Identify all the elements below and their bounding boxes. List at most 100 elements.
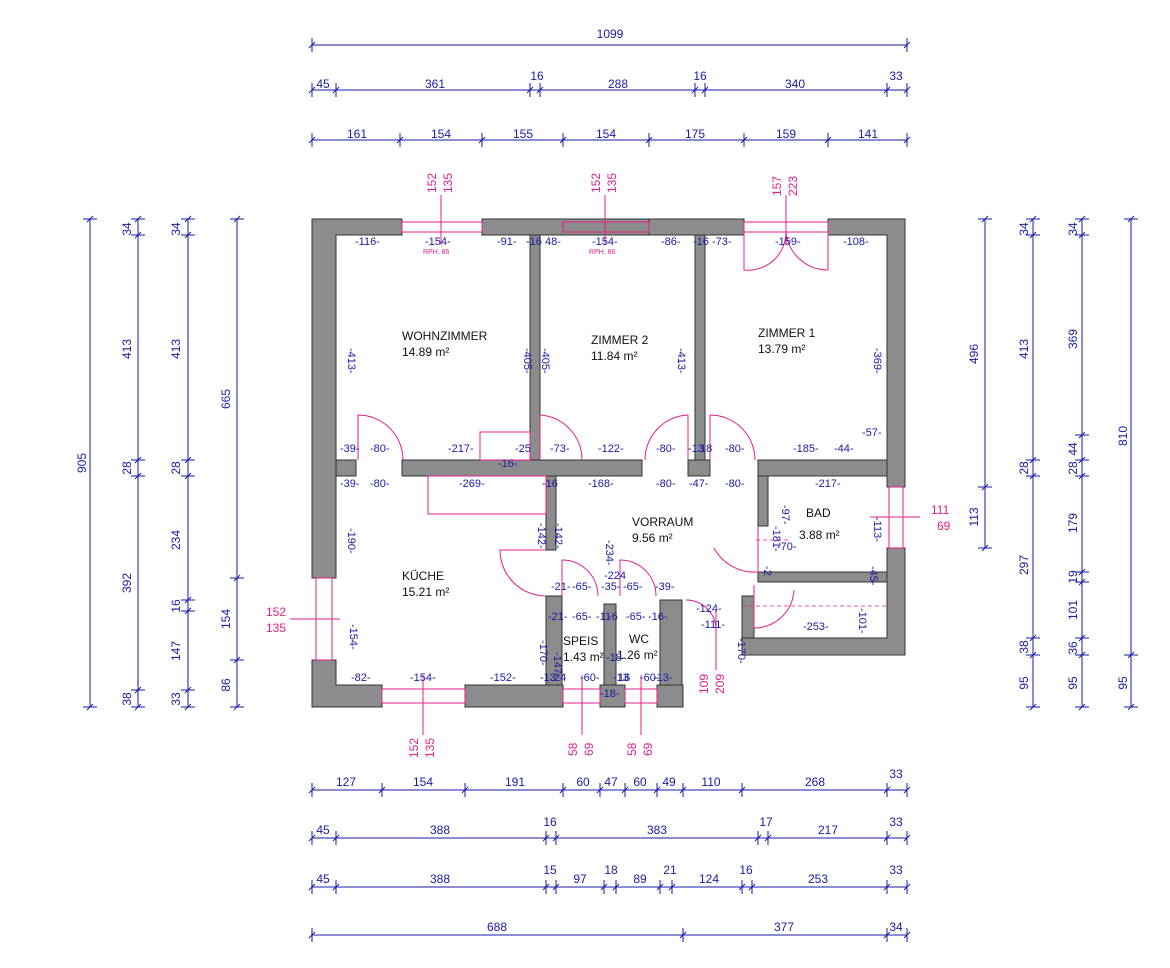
wall-exterior-right-lower [741,547,906,656]
inner-dimension-label: -124- [696,603,722,615]
inner-dimension-label: -65- [572,581,592,593]
wall-interior-bad-left [757,475,769,527]
dim-label: 34 [1066,222,1080,236]
dim-label: 34 [1017,222,1031,236]
dimension-line [184,607,192,615]
opening-height: 69 [937,519,951,533]
inner-dimension-label: -159- [775,236,801,248]
dimension-line [86,703,94,711]
inner-dimension-label: -16- [498,458,518,470]
dim-label: 175 [685,127,705,141]
inner-dimension-label: -80- [370,478,390,490]
room-labels: WOHNZIMMER 14.89 m² ZIMMER 2 11.84 m² ZI… [402,326,840,664]
dimension-line [1029,651,1037,659]
dim-label: 34 [169,222,183,236]
dim-label: 154 [219,609,233,629]
wall-exterior-bottom-mid [464,684,564,708]
inner-dimension-label: -170- [735,638,747,664]
dim-label: 34 [889,920,903,934]
dim-label: 38 [120,692,134,706]
inner-dimension-label: -18- [600,688,620,700]
inner-dimension-label: -44- [834,443,854,455]
dim-label: 127 [336,775,356,789]
dimension-line [233,656,241,664]
inner-dimension-label: -217- [815,478,841,490]
dim-label: 47 [604,775,618,789]
dimension-line [308,786,316,794]
dimension-line [1029,472,1037,480]
bottom-dimension-chain-4: 688 377 34 [487,920,903,934]
door-bad [713,526,759,573]
dimension-line [1029,456,1037,464]
inner-dimension-label: -413- [675,348,687,374]
inner-dimension-label: -39- [340,443,360,455]
room-area-wohnzimmer: 14.89 m² [402,345,449,359]
dim-label: 60 [576,775,590,789]
inner-dimension-label: 48- [545,236,561,248]
wall-exterior-left-top [311,218,403,579]
dimension-line [332,86,340,94]
inner-dimension-label: -147- [551,652,563,678]
dimension-line [1029,703,1037,711]
dimension-line [233,703,241,711]
dim-label: 38 [1017,640,1031,654]
dim-label: 28 [1066,461,1080,475]
dimension-line [1029,634,1037,642]
dimension-line [184,456,192,464]
dim-label: 413 [1017,339,1031,359]
dimension-line [308,41,316,49]
opening-height: 223 [786,176,800,196]
dimension-line [308,86,316,94]
dimension-line [1078,703,1086,711]
wall-interior-speis-left [545,595,563,686]
inner-dimension-label: -405- [539,348,551,374]
inner-dimension-label: -217- [448,443,474,455]
dim-label: 97 [573,872,587,886]
wall-interior-bad-bottom [757,571,888,583]
opening-height: 69 [641,742,655,756]
dim-label: 19 [1066,570,1080,584]
dim-label: 179 [1066,513,1080,533]
inner-dimension-label: -39- [340,478,360,490]
dim-label: 21 [663,863,677,877]
inner-dimension-label: -80- [725,443,745,455]
dimension-line [668,883,676,891]
door-storage [753,585,795,629]
wall-exterior-top-2 [648,218,745,236]
room-name-speis: SPEIS [563,634,598,648]
room-name-vorraum: VORRAUM [632,515,693,529]
inner-dimension-label: -253- [803,621,829,633]
door-zimmer2b [644,414,689,461]
dimension-line [1127,651,1135,659]
dimension-line [653,786,661,794]
dim-label: 33 [889,815,903,829]
opening-height: 135 [441,173,455,193]
dimension-line [981,544,989,552]
inner-dimension-label: -60- [640,672,660,684]
inner-dimension-label: -11 [596,611,611,623]
opening-width: 58 [566,742,580,756]
dim-label: 33 [169,692,183,706]
dimension-line [1029,231,1037,239]
doors [357,231,829,631]
dim-label: 16 [530,69,544,83]
opening-height: 135 [423,738,437,758]
dim-label: 154 [596,127,616,141]
wall-exterior-bottom-wc2 [656,684,684,708]
dim-label: 36 [1066,641,1080,655]
inner-dimension-label: -80- [656,478,676,490]
inner-dimension-label: -35- [601,581,621,593]
inner-dimension-label: -65- [623,581,643,593]
rph-label: RPH. 86 [589,249,616,256]
inner-dimension-label: -65- [572,611,592,623]
bottom-dimension-chain-2: 45 388 16 383 17 217 33 [316,815,903,837]
dimension-line [691,86,699,94]
dimension-line [1078,472,1086,480]
dim-label: 49 [662,775,676,789]
inner-dimension-label: -154- [592,236,618,248]
dim-label: 89 [633,872,647,886]
dim-label: 1099 [597,27,624,41]
wall-interior-left-stub [335,459,357,477]
dim-label: 217 [818,823,838,837]
